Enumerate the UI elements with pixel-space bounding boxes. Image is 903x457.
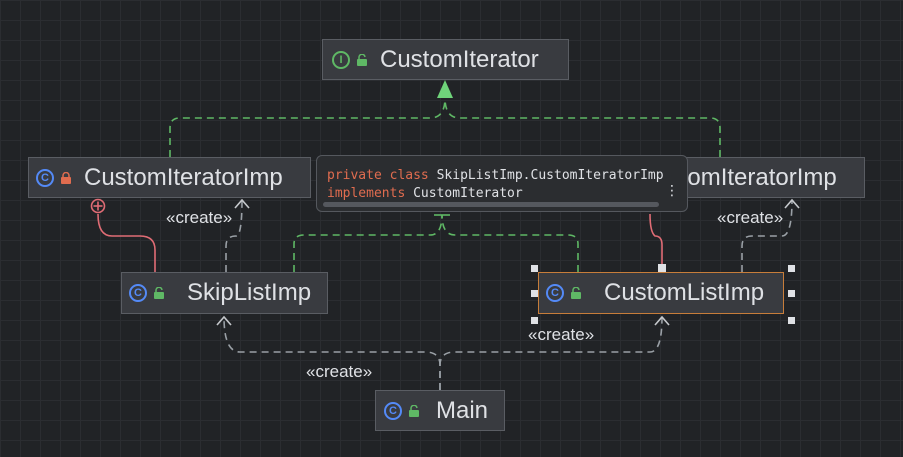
node-title: CustomListImp [604,279,765,306]
create-arrowhead-customlist [654,315,670,326]
create-label-right: «create» [717,208,784,227]
node-title: Main [436,396,489,424]
resize-handle-mid-left[interactable] [531,290,538,297]
tooltip-implements-line: implements CustomIterator [327,186,523,201]
hover-tooltip: private class SkipListImp.CustomIterator… [316,155,688,212]
realization-arrowhead [437,80,453,98]
custom-iterator-imp-left-node[interactable]: C CustomIteratorImp [28,157,311,198]
class-icon: C [546,284,564,302]
public-lock-icon [409,404,419,417]
create-label-left: «create» [166,208,233,227]
resize-handle-bottom-left[interactable] [531,317,538,324]
inner-class-edge-customlist [649,213,663,272]
class-icon: C [129,284,147,302]
realization-edge-left-imp [169,97,446,157]
public-lock-icon [154,287,164,299]
create-edge-main-customlist [439,316,663,390]
tooltip-type-name: SkipListImp.CustomIteratorImp [436,168,664,183]
create-arrowhead-left [234,198,250,209]
skip-list-imp-node[interactable]: C SkipListImp [121,272,328,314]
create-label-main: «create» [306,362,373,381]
create-arrowhead-skiplist [216,315,232,326]
node-title: CustomIterator [380,45,539,73]
tooltip-interface-name: CustomIterator [413,186,523,201]
create-label-customlist: «create» [528,325,595,344]
realization-edge-skiplist [293,214,443,272]
create-edge-skiplist [225,199,243,272]
main-node[interactable]: C Main [375,390,505,431]
resize-handle-bottom-right[interactable] [788,317,795,324]
custom-iterator-node[interactable]: I CustomIterator [322,39,569,80]
inner-class-marker [90,198,106,214]
class-icon: C [36,168,54,187]
create-edge-main-skiplist [223,316,441,390]
more-options-icon[interactable]: ⋮ [665,183,679,199]
resize-handle-top-left[interactable] [531,265,538,272]
public-lock-icon [357,53,367,66]
interface-icon: I [332,50,350,69]
create-arrowhead-right [784,198,800,209]
connector-stub-customlist [658,264,666,272]
public-lock-icon [571,287,581,299]
private-lock-icon [61,171,71,184]
node-title: CustomIteratorImp [84,163,283,191]
keyword-private: private [327,168,382,183]
custom-list-imp-node[interactable]: C CustomListImp [538,272,784,314]
realization-edge-right-imp [444,97,721,157]
create-edge-customlist [741,199,793,272]
keyword-implements: implements [327,186,406,201]
resize-handle-mid-right[interactable] [788,290,795,297]
tooltip-scrollbar[interactable] [323,202,659,207]
node-title: SkipListImp [187,279,312,306]
resize-handle-top-right[interactable] [788,265,795,272]
keyword-class: class [389,168,429,183]
inner-class-edge-skiplist [97,213,156,272]
tooltip-signature-line: private class SkipListImp.CustomIterator… [327,168,664,183]
class-icon: C [384,401,402,420]
realization-edge-customlist [441,214,579,272]
